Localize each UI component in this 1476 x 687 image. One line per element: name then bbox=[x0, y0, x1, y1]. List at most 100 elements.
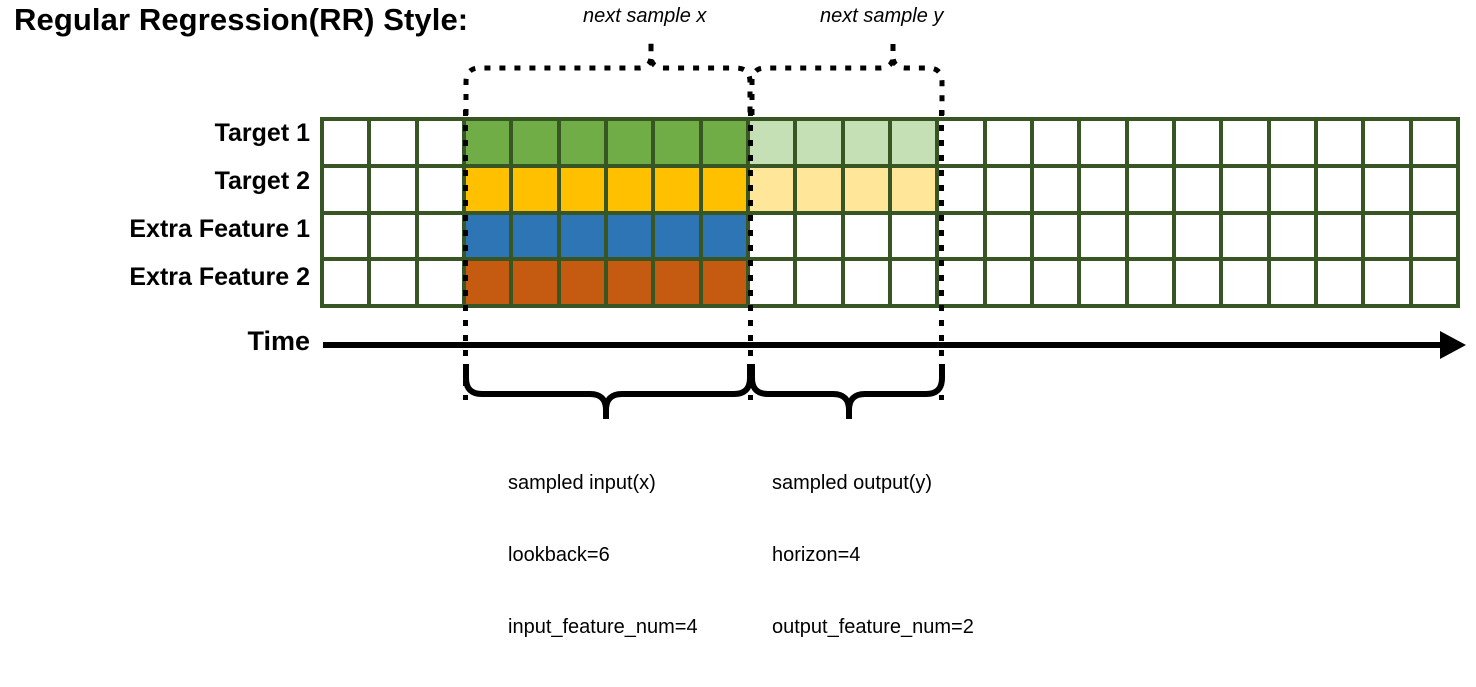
grid-cell-r1-c15 bbox=[986, 121, 1030, 164]
grid-cell-r1-c24 bbox=[1412, 121, 1456, 164]
grid-cell-r4-c24 bbox=[1412, 261, 1456, 304]
grid-cell-r2-c4 bbox=[465, 167, 510, 211]
grid-cell-r4-c2 bbox=[371, 261, 415, 304]
grid-cell-r2-c8 bbox=[655, 167, 699, 211]
grid-cell-r1-c20 bbox=[1223, 121, 1267, 164]
grid-cell-r2-c14 bbox=[939, 167, 983, 211]
grid-cell-r4-c1 bbox=[324, 261, 368, 304]
grid-cell-r3-c14 bbox=[939, 214, 983, 258]
grid-cell-r4-c6 bbox=[560, 261, 604, 304]
grid-cell-r1-c22 bbox=[1317, 121, 1362, 164]
grid-cell-r3-c12 bbox=[844, 214, 888, 258]
grid-cell-r4-c22 bbox=[1317, 261, 1362, 304]
grid-row-target-2 bbox=[324, 167, 1456, 211]
grid-cell-r1-c10 bbox=[749, 121, 794, 164]
grid-cell-r4-c5 bbox=[513, 261, 557, 304]
grid-cell-r3-c8 bbox=[655, 214, 699, 258]
caption-output-line-3: output_feature_num=2 bbox=[772, 616, 974, 638]
grid-cell-r3-c13 bbox=[891, 214, 936, 258]
grid-cell-r1-c4 bbox=[465, 121, 510, 164]
grid-cell-r1-c9 bbox=[702, 121, 746, 164]
grid-cell-r1-c12 bbox=[844, 121, 888, 164]
grid-cell-r1-c18 bbox=[1128, 121, 1172, 164]
grid-cell-r4-c14 bbox=[939, 261, 983, 304]
grid-cell-r4-c4 bbox=[465, 261, 510, 304]
diagram-canvas: Regular Regression(RR) Style: Target 1 T… bbox=[10, 2, 1466, 638]
brace-next-sample-y bbox=[749, 40, 945, 115]
brace-next-sample-x bbox=[463, 40, 753, 115]
grid-cell-r3-c19 bbox=[1175, 214, 1220, 258]
time-axis-label: Time bbox=[247, 326, 310, 356]
grid-cell-r1-c5 bbox=[513, 121, 557, 164]
grid-cell-r4-c3 bbox=[418, 261, 462, 304]
grid-cell-r1-c13 bbox=[891, 121, 936, 164]
grid-cell-r3-c24 bbox=[1412, 214, 1456, 258]
grid-cell-r3-c7 bbox=[607, 214, 652, 258]
grid-cell-r2-c22 bbox=[1317, 167, 1362, 211]
grid-cell-r4-c15 bbox=[986, 261, 1030, 304]
annotation-next-sample-x: next sample x bbox=[583, 5, 707, 27]
grid-cell-r2-c21 bbox=[1270, 167, 1314, 211]
grid-cell-r4-c18 bbox=[1128, 261, 1172, 304]
grid-cell-r2-c17 bbox=[1081, 167, 1125, 211]
grid-cell-r1-c2 bbox=[371, 121, 415, 164]
grid-cell-r4-c8 bbox=[655, 261, 699, 304]
grid-cell-r2-c15 bbox=[986, 167, 1030, 211]
time-axis-arrow-icon bbox=[1440, 331, 1466, 359]
row-label-target-2: Target 2 bbox=[214, 167, 310, 195]
caption-input-line-1: sampled input(x) bbox=[508, 472, 656, 494]
brace-sampled-output bbox=[749, 364, 945, 419]
grid-cell-r3-c23 bbox=[1365, 214, 1409, 258]
caption-sampled-output: sampled output(y) horizon=4 output_featu… bbox=[772, 423, 974, 687]
grid-cell-r2-c18 bbox=[1128, 167, 1172, 211]
grid-cell-r3-c20 bbox=[1223, 214, 1267, 258]
grid-cell-r4-c20 bbox=[1223, 261, 1267, 304]
grid-cell-r4-c13 bbox=[891, 261, 936, 304]
grid-cell-r1-c3 bbox=[418, 121, 462, 164]
row-label-column: Target 1 Target 2 Extra Feature 1 Extra … bbox=[10, 117, 310, 309]
grid-cell-r2-c16 bbox=[1033, 167, 1078, 211]
time-axis-line bbox=[323, 342, 1453, 348]
grid-cell-r3-c21 bbox=[1270, 214, 1314, 258]
grid-cell-r2-c20 bbox=[1223, 167, 1267, 211]
grid-cell-r3-c16 bbox=[1033, 214, 1078, 258]
grid-cell-r1-c11 bbox=[797, 121, 841, 164]
grid-cell-r3-c5 bbox=[513, 214, 557, 258]
grid-cell-r1-c17 bbox=[1081, 121, 1125, 164]
grid-cell-r4-c10 bbox=[749, 261, 794, 304]
grid-cell-r2-c11 bbox=[797, 167, 841, 211]
grid-cell-r1-c14 bbox=[939, 121, 983, 164]
grid-cell-r3-c17 bbox=[1081, 214, 1125, 258]
grid-cell-r3-c18 bbox=[1128, 214, 1172, 258]
grid-row-extra-feature-2 bbox=[324, 261, 1456, 304]
grid-row-target-1 bbox=[324, 121, 1456, 164]
grid-cell-r3-c6 bbox=[560, 214, 604, 258]
grid-cell-r2-c3 bbox=[418, 167, 462, 211]
caption-input-line-2: lookback=6 bbox=[508, 544, 610, 566]
grid-cell-r3-c9 bbox=[702, 214, 746, 258]
row-label-target-1: Target 1 bbox=[214, 119, 310, 147]
grid-cell-r1-c6 bbox=[560, 121, 604, 164]
brace-sampled-input bbox=[463, 364, 753, 419]
row-label-extra-feature-1: Extra Feature 1 bbox=[129, 215, 310, 243]
grid-cell-r3-c3 bbox=[418, 214, 462, 258]
grid-cell-r3-c1 bbox=[324, 214, 368, 258]
grid-cell-r2-c9 bbox=[702, 167, 746, 211]
grid-cell-r4-c16 bbox=[1033, 261, 1078, 304]
caption-input-line-3: input_feature_num=4 bbox=[508, 616, 698, 638]
grid-cell-r1-c23 bbox=[1365, 121, 1409, 164]
grid-cell-r2-c6 bbox=[560, 167, 604, 211]
grid-cell-r3-c2 bbox=[371, 214, 415, 258]
grid-cell-r2-c24 bbox=[1412, 167, 1456, 211]
grid-cell-r2-c19 bbox=[1175, 167, 1220, 211]
grid-cell-r1-c7 bbox=[607, 121, 652, 164]
grid-cell-r4-c7 bbox=[607, 261, 652, 304]
caption-sampled-input: sampled input(x) lookback=6 input_featur… bbox=[508, 423, 698, 687]
grid-cell-r4-c21 bbox=[1270, 261, 1314, 304]
caption-output-line-2: horizon=4 bbox=[772, 544, 861, 566]
grid-cell-r4-c11 bbox=[797, 261, 841, 304]
grid-cell-r2-c5 bbox=[513, 167, 557, 211]
timeseries-grid bbox=[320, 117, 1460, 308]
grid-cell-r4-c19 bbox=[1175, 261, 1220, 304]
grid-cell-r3-c11 bbox=[797, 214, 841, 258]
